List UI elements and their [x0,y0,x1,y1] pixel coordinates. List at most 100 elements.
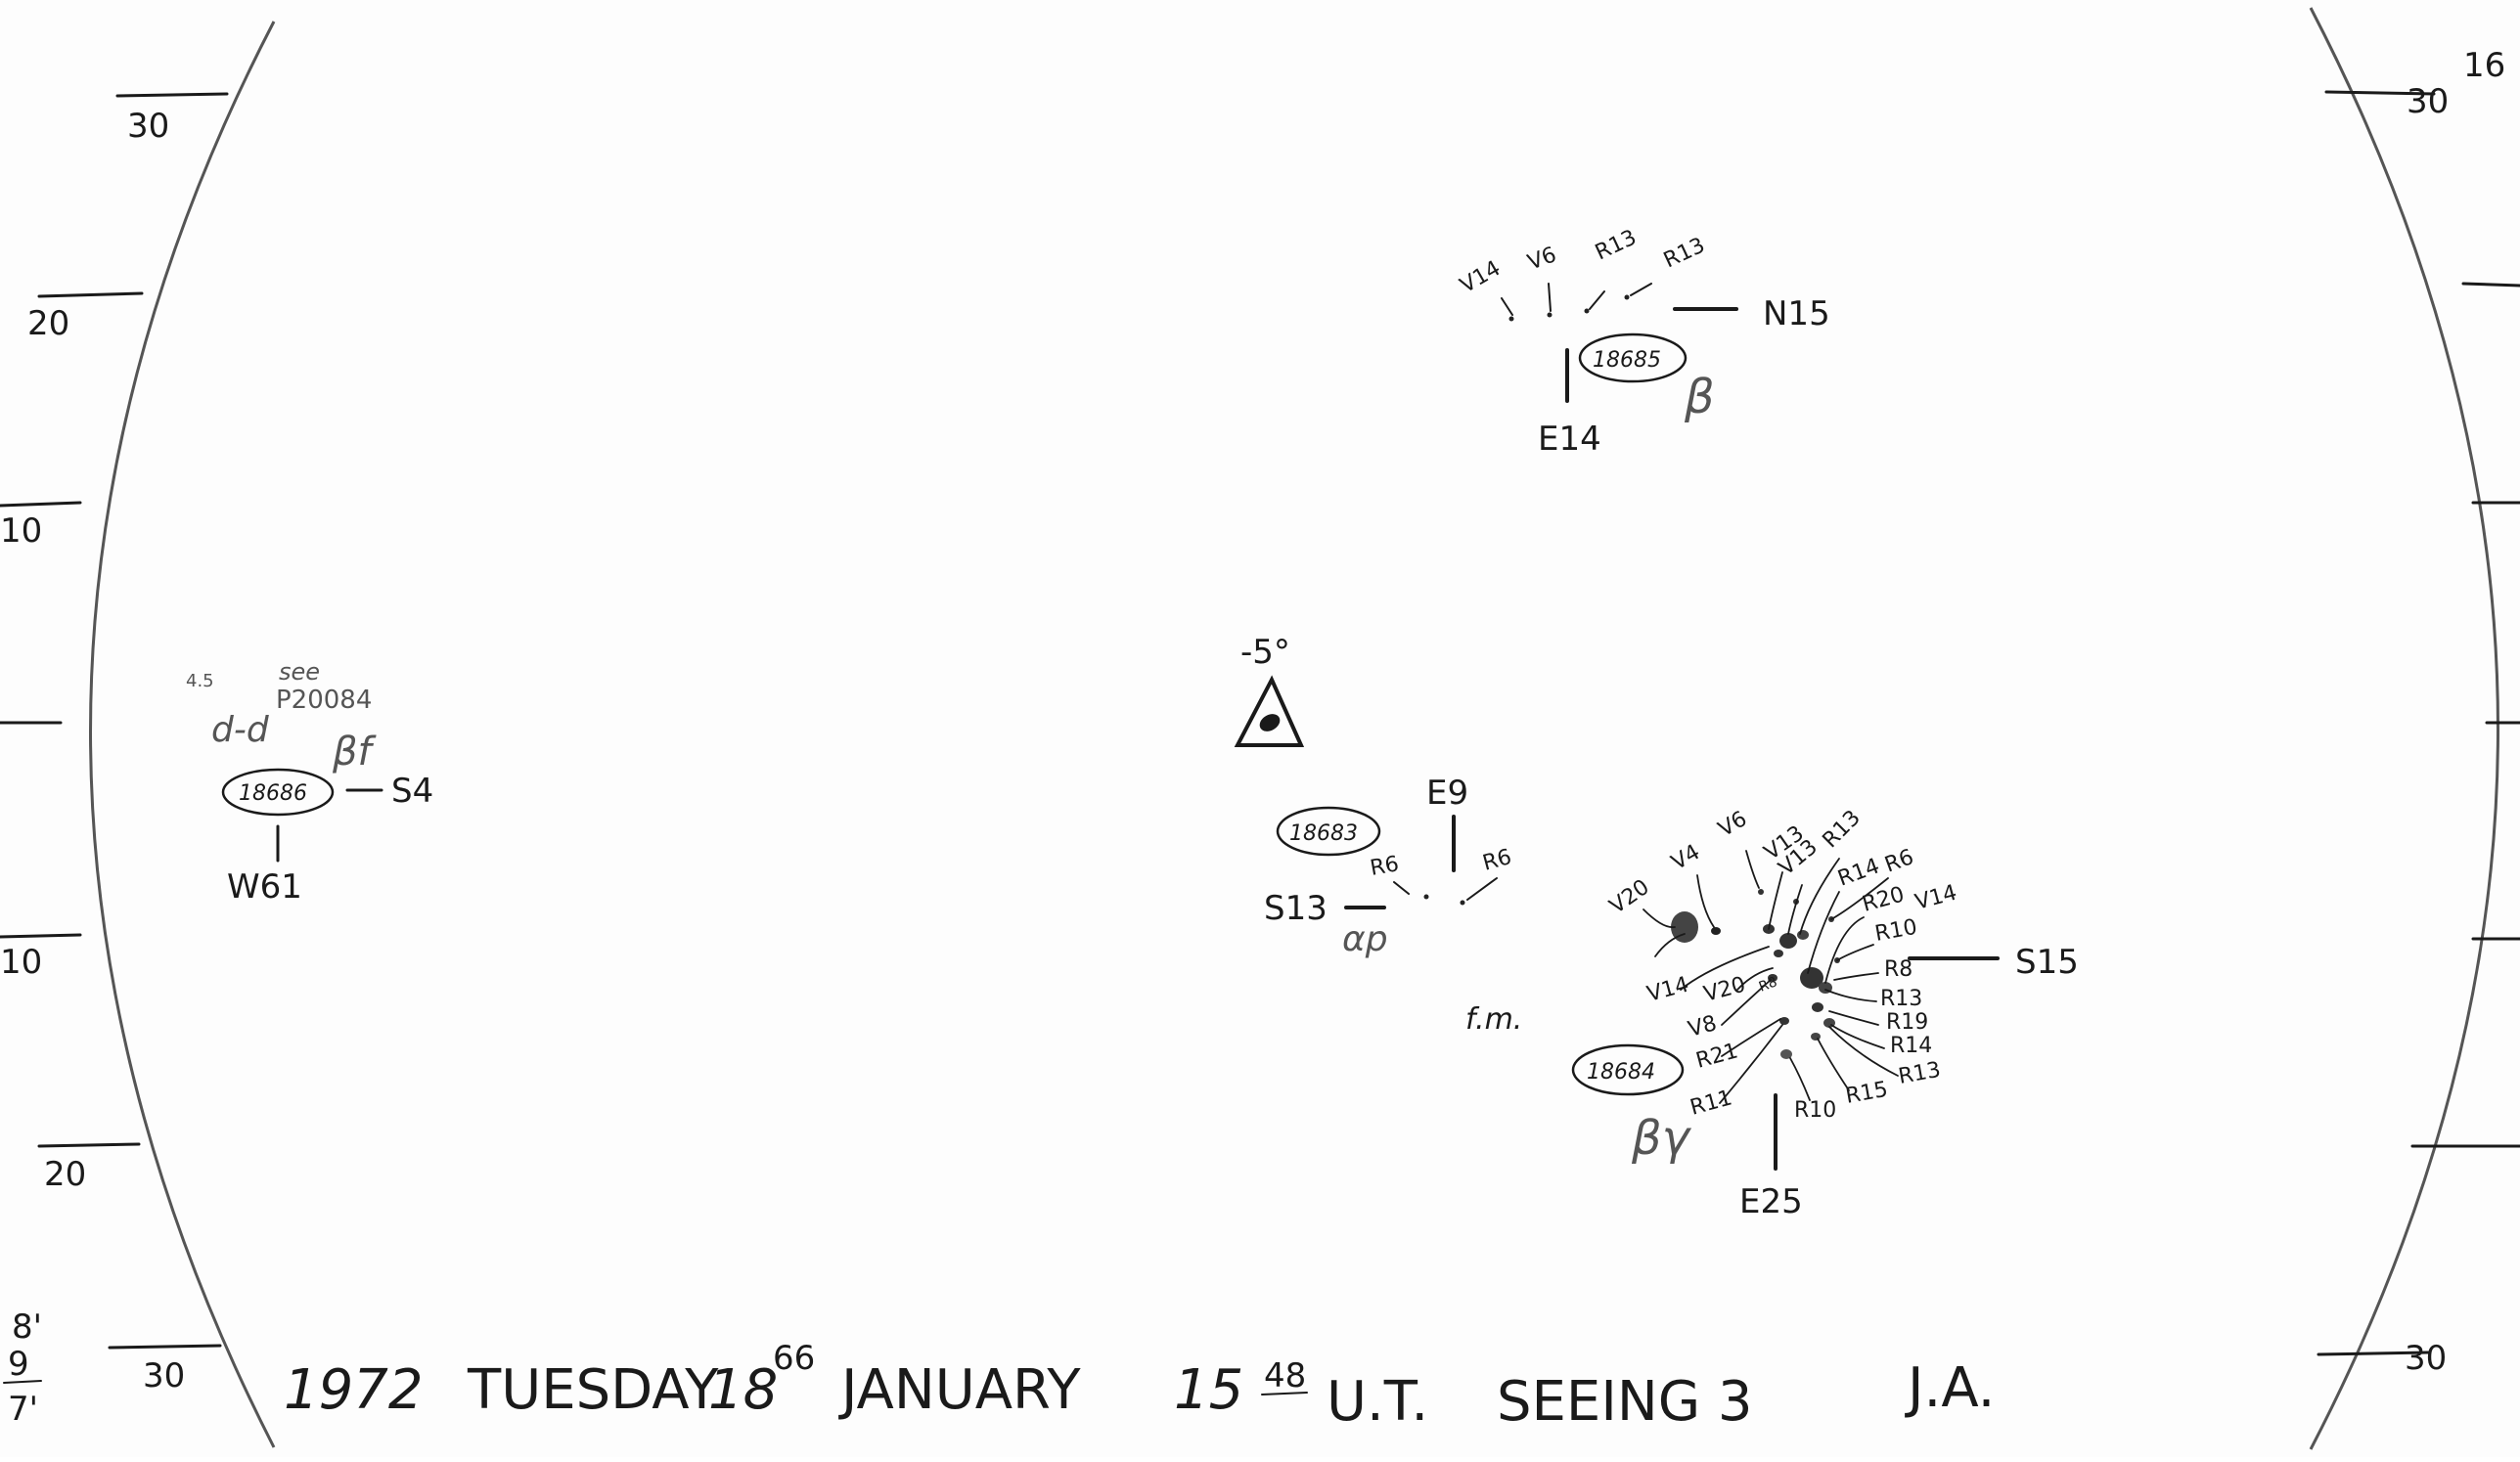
marker-angle: -5° [1240,633,1290,672]
label-right-30-bottom: 30 [2405,1339,2447,1378]
region-18683-south: S13 [1264,889,1328,928]
tick-left-10-bottom [0,933,82,939]
marker-triangle [1234,675,1305,747]
left-scale: 30 20 10 10 20 30 [0,92,229,1396]
footer-year: 1972 [284,1358,424,1422]
region-18686-number: 18686 [239,781,307,806]
footer-date: 18 [708,1358,778,1422]
region-18684-spot-label: V14 [1644,973,1691,1007]
tick-left-20-top [37,291,144,298]
region-18684-spot-label: R20 [1860,882,1907,916]
marker-dot [1259,714,1281,731]
region-18686-note-c: see [279,658,320,686]
right-limb-arc [2309,7,2499,1450]
region-18683-group: 18683 E9 R6 R6 S13 αp [1264,774,1514,959]
region-18684-spot-label: R21 [1693,1039,1740,1073]
region-18684-spot-label: V8 [1686,1011,1720,1042]
tick-right-30-top [2324,90,2436,96]
region-18686-class: βf [332,730,378,775]
label-left-20-top: 20 [27,304,69,343]
tick-left-30-top [115,92,229,98]
region-18686-note-d: 4.5 [186,671,214,691]
corner-note-left-3: 7' [8,1390,38,1429]
region-18685-spot-label-1: V14 [1457,256,1506,298]
tick-right-20-top [2461,282,2520,288]
region-18685-spot-label-2: V6 [1525,243,1560,275]
region-18684-spot [1797,930,1809,940]
region-18685-class: β [1684,370,1715,424]
region-18684-spot [1671,911,1698,943]
label-left-10-bottom: 10 [0,943,42,982]
footer-observer: J.A. [1905,1356,1995,1420]
direction-marker: -5° [1234,633,1305,747]
region-18686-number-oval [221,768,335,817]
region-18686-south: S4 [391,772,433,811]
region-18683-number-oval [1276,806,1381,857]
region-18685-spot-label-3: R13 [1592,225,1641,265]
region-18685-spot [1547,312,1552,318]
tick-left-20-bottom [37,1142,141,1148]
tick-right-30-bottom [2317,1351,2430,1356]
footer-ut: U.T. [1327,1370,1428,1434]
region-18684-number: 18684 [1587,1060,1655,1085]
region-18686-note-a: d-d [211,710,270,750]
corner-notes-left: 8' 9 7' [3,1307,42,1429]
corner-note-left-1: 8' [12,1307,42,1347]
region-18684-east: E25 [1739,1182,1803,1221]
region-18684-spot-label: V4 [1668,840,1705,875]
region-18684-group: f.m. 18684 βγ V20 V4 V6 V [1465,806,2079,1221]
region-18684-fm: f.m. [1465,1002,1522,1037]
region-18684-spot-label: R15 [1844,1078,1890,1109]
region-18684-spot-label: R10 [1873,915,1919,947]
footer-time: 15 [1174,1358,1243,1422]
region-18684-class: βγ [1631,1111,1692,1166]
footer-month: JANUARY [838,1358,1081,1422]
region-18684-spot-label: R14 [1890,1034,1932,1058]
label-left-10-top: 10 [0,511,42,551]
region-18684-spot [1812,1002,1823,1012]
region-18684-spot-label: R13 [1897,1058,1943,1089]
region-18684-spots [1671,889,1840,1059]
region-18684-spot-label: R13 [1880,987,1922,1011]
corner-note-top-right: 16 [2463,46,2505,85]
region-18685-spot [1508,316,1514,322]
region-18683-east: E9 [1426,774,1468,813]
region-18684-spot [1780,1049,1792,1059]
region-18684-spot [1811,1033,1821,1041]
region-18683-class: αp [1342,919,1388,959]
region-18685-spot-label-4: R13 [1660,233,1709,273]
label-left-30-top: 30 [127,107,169,146]
region-18686-group: 4.5 see d-d P20084 βf 18686 S4 W61 [186,658,433,907]
region-18683-spot-label-1: R6 [1369,852,1401,881]
corner-note-left-2: 9 [8,1345,29,1384]
region-18684-spot-label: R13 [1819,806,1866,853]
region-18683-spot-label-2: R6 [1480,845,1514,876]
label-left-30-bottom: 30 [143,1356,185,1396]
right-scale: 30 30 [2317,82,2520,1378]
left-limb-arc [89,21,276,1448]
region-18685-leaders [1501,283,1652,316]
region-18683-spot [1423,894,1429,900]
region-18685-spot [1584,308,1590,314]
region-18684-south: S15 [2015,943,2079,982]
footer-seeing: SEEING 3 [1497,1370,1753,1434]
region-18684-number-oval [1571,1043,1685,1096]
region-18684-spot-label: R11 [1688,1085,1734,1120]
region-18683-spot [1460,900,1465,906]
region-18684-spot [1779,1017,1789,1025]
label-right-30-top: 30 [2407,82,2449,121]
tick-left-30-bottom [108,1344,222,1350]
footer-time-sup: 48 [1264,1356,1306,1396]
region-18684-spot [1711,927,1721,935]
region-18684-spot-label: R10 [1794,1098,1836,1123]
region-18684-spot-label: R8 [1757,974,1779,995]
region-18684-spot-label: V6 [1715,807,1752,842]
region-18684-spot-label: R19 [1886,1010,1928,1035]
region-18684-spot [1800,967,1823,989]
region-18684-spot-label: R6 [1882,845,1917,878]
region-18685-north: N15 [1763,294,1830,333]
footer-time-underline [1261,1392,1308,1396]
corner-note-divider [3,1380,42,1384]
